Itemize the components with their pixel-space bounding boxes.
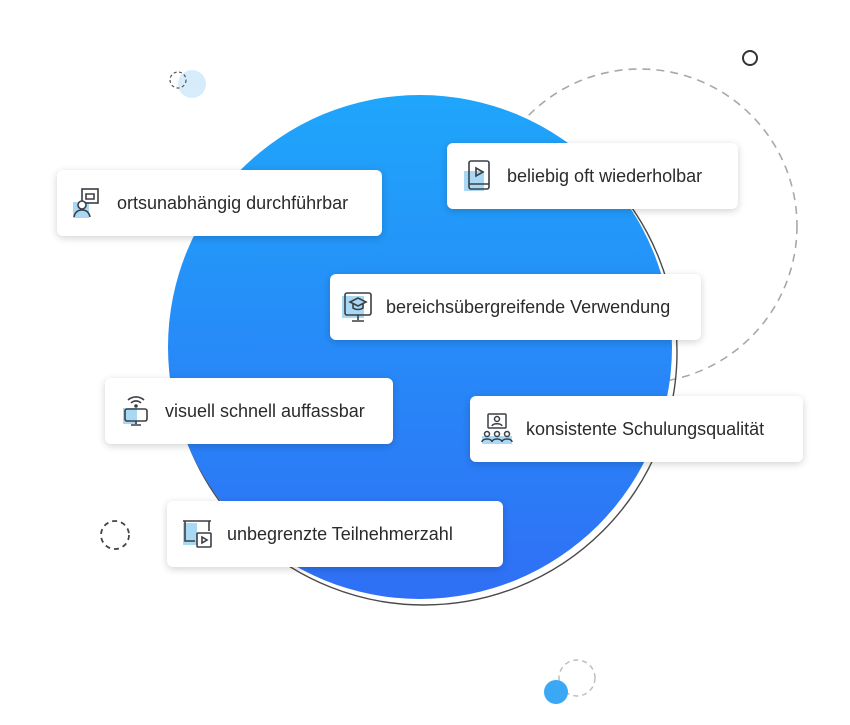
dashed-dot-top-left xyxy=(169,71,187,89)
audience-screen-icon xyxy=(481,413,513,444)
light-blue-dot xyxy=(178,70,206,98)
feature-card-visual: visuell schnell auffassbar xyxy=(105,378,393,444)
feature-label: visuell schnell auffassbar xyxy=(165,400,365,421)
feature-label: konsistente Schulungsqualität xyxy=(526,418,765,439)
feature-card-unlimited: unbegrenzte Teilnehmerzahl xyxy=(167,501,503,567)
feature-card-repeatable: beliebig oft wiederholbar xyxy=(447,143,738,209)
dashed-ring-left xyxy=(100,520,130,550)
remote-presenter-icon xyxy=(73,188,99,218)
feature-card-remote: ortsunabhängig durchführbar xyxy=(57,170,382,236)
dashed-ring-bottom xyxy=(558,659,596,697)
wireless-monitor-icon xyxy=(123,396,148,426)
feature-label: ortsunabhängig durchführbar xyxy=(117,192,349,213)
feature-label: bereichsübergreifende Verwendung xyxy=(386,296,671,317)
graduation-monitor-icon xyxy=(342,292,372,322)
feature-label: unbegrenzte Teilnehmerzahl xyxy=(227,523,453,544)
video-book-icon xyxy=(464,160,490,191)
small-ring-top-right xyxy=(742,50,758,66)
projector-video-icon xyxy=(183,520,212,548)
feature-card-consistent: konsistente Schulungsqualität xyxy=(470,396,803,462)
blue-dot-bottom xyxy=(544,680,568,704)
feature-card-cross-department: bereichsübergreifende Verwendung xyxy=(330,274,701,340)
feature-label: beliebig oft wiederholbar xyxy=(507,165,703,186)
